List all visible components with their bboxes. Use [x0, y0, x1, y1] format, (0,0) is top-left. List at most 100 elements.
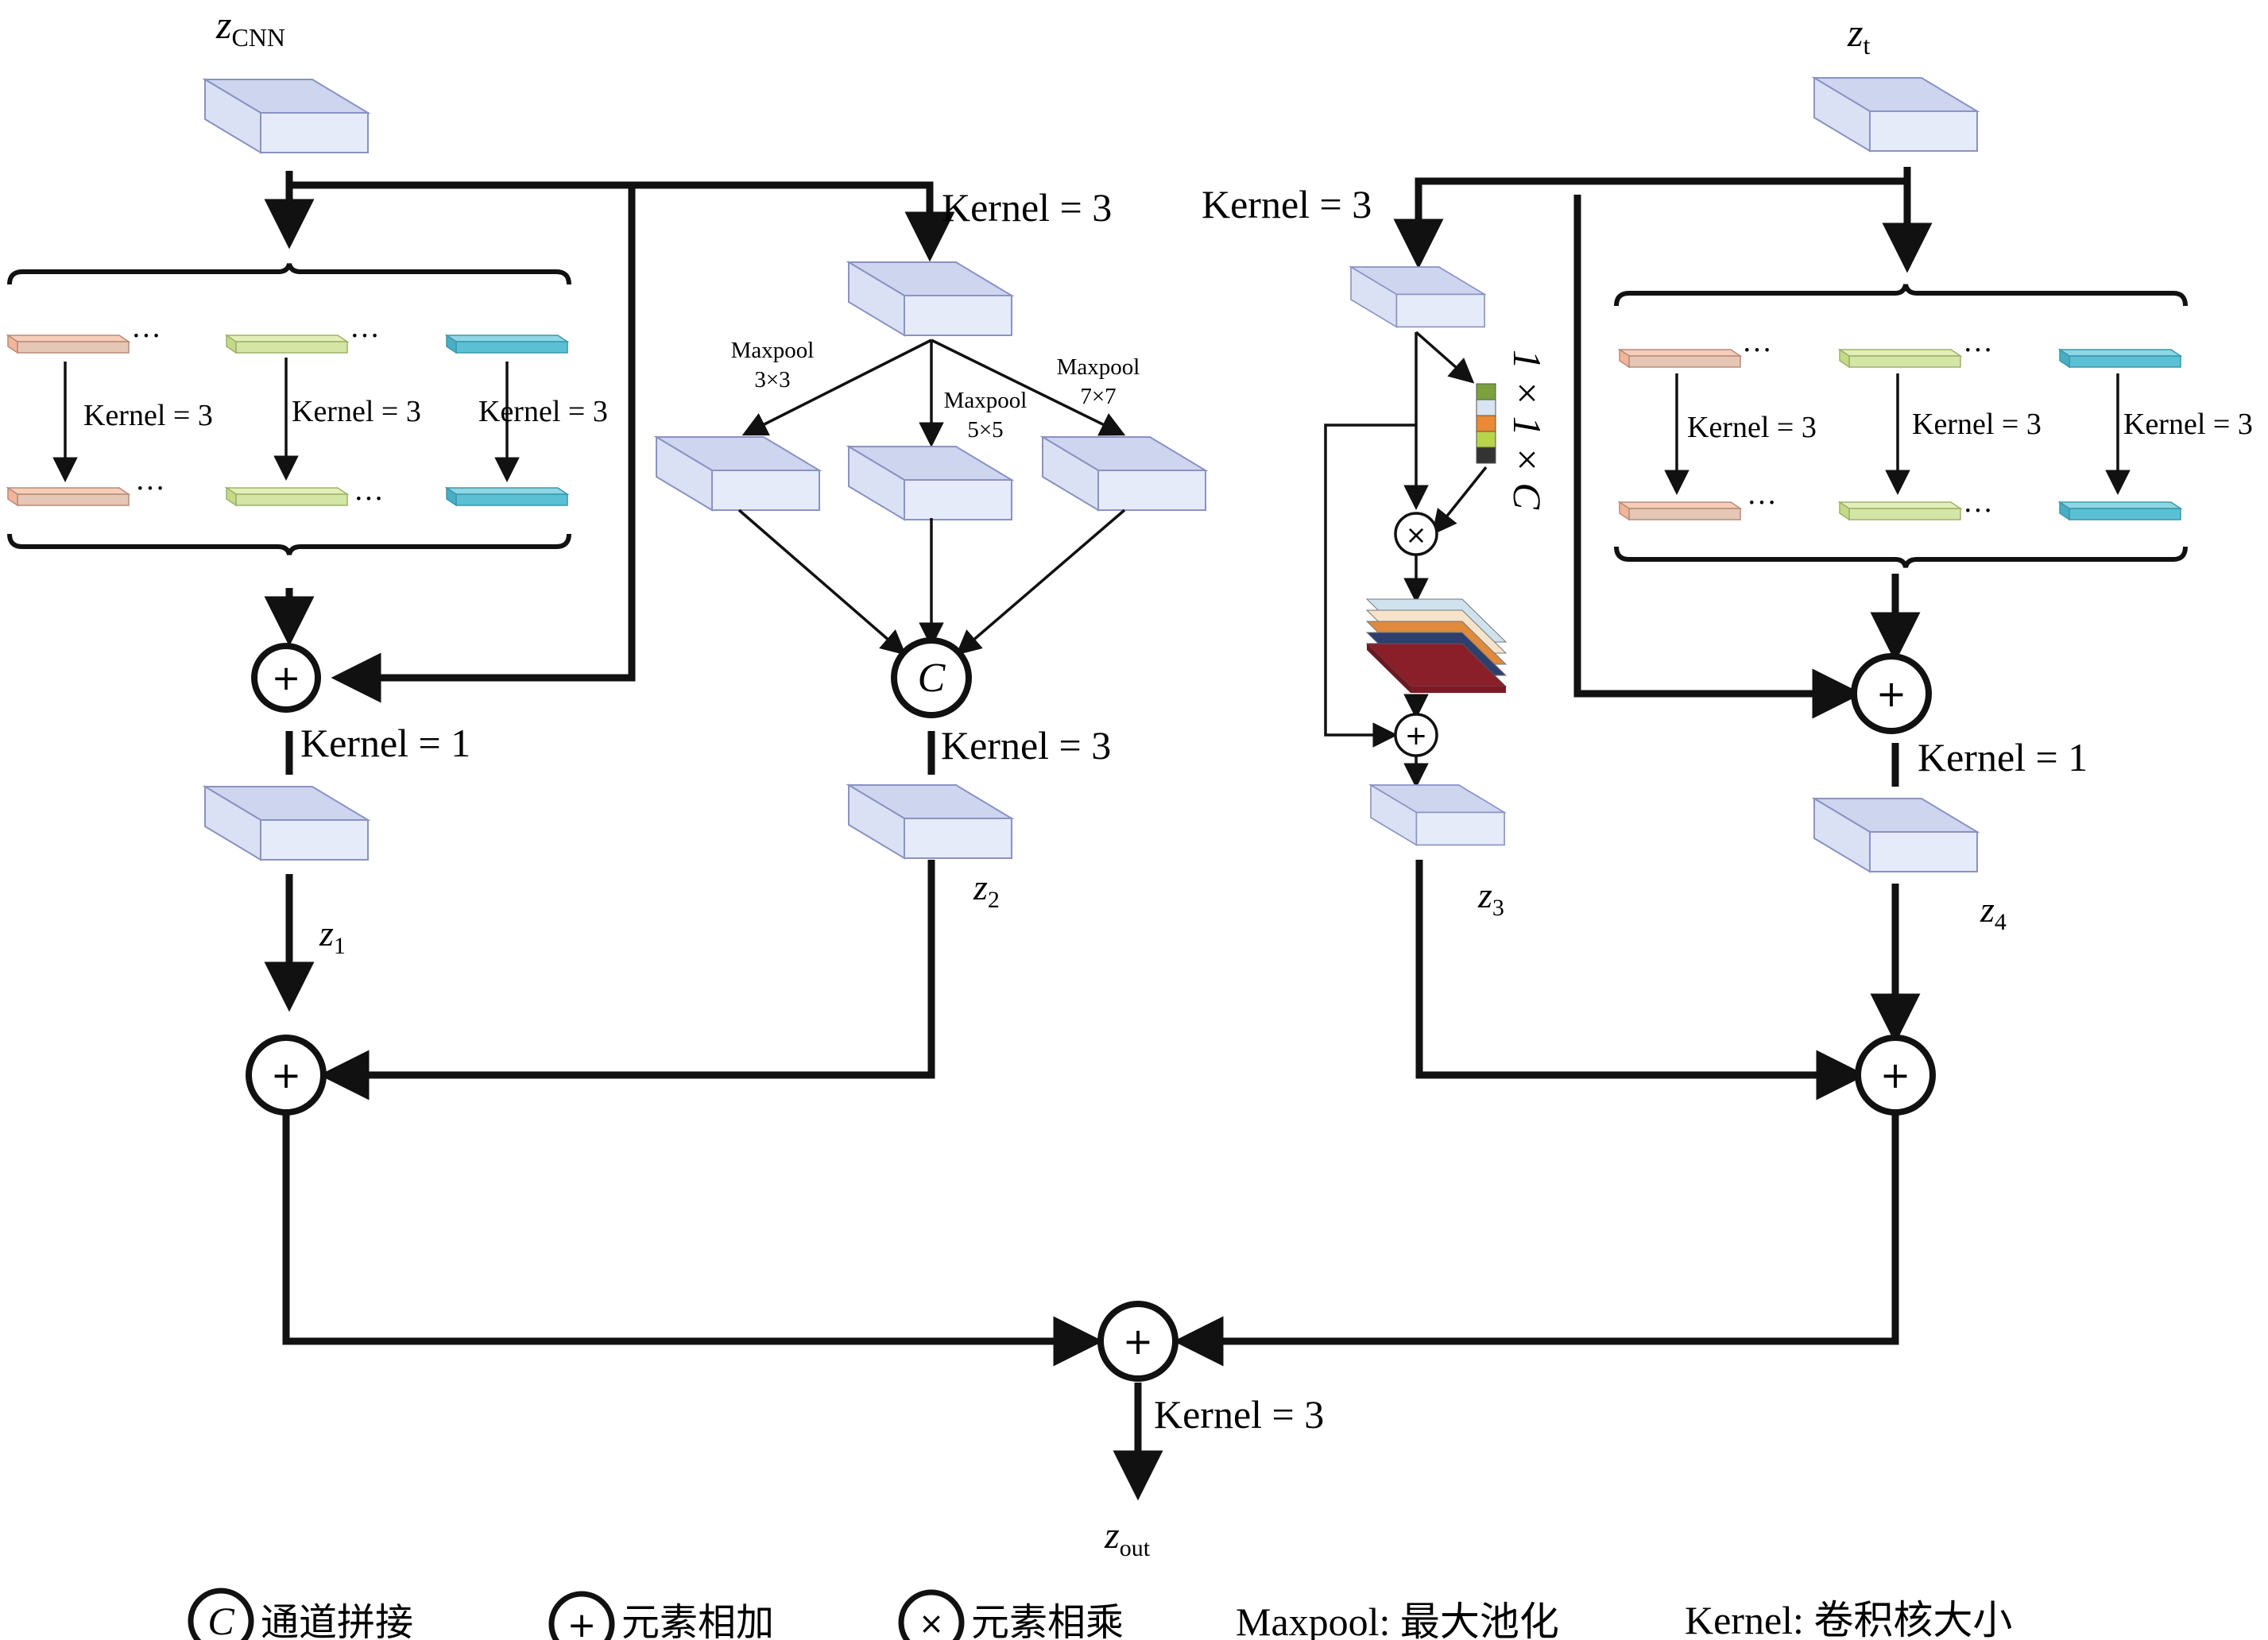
arrow-z3-to-add — [1415, 860, 1867, 1100]
legend-add-text: 元素相加 — [621, 1600, 774, 1640]
feature-block-pool-5 — [848, 446, 1012, 520]
kernel-label: Kernel = 1 — [1918, 735, 2088, 779]
arrow-to-concat — [955, 509, 1126, 656]
legend-kernel-text: Kernel: 卷积核大小 — [1685, 1598, 2012, 1640]
maxpool-size: 5×5 — [967, 417, 1003, 443]
arrow-maxpool-3 — [741, 338, 932, 436]
dots: ··· — [131, 319, 161, 353]
multiply-symbol: × — [1406, 520, 1427, 550]
add-node-1 — [251, 643, 321, 713]
dots: ··· — [350, 319, 380, 353]
feature-block-pool-7 — [1042, 436, 1206, 511]
weighted-feature-stack — [1365, 598, 1507, 693]
input-z-cnn-label: zCNN — [215, 2, 285, 52]
arrow-maxpool-7 — [931, 338, 1126, 436]
conv-strip-green — [1839, 501, 1961, 520]
dots: ··· — [1742, 334, 1772, 367]
attention-vector — [1476, 383, 1496, 464]
feature-block-z2 — [848, 784, 1012, 859]
legend-multiply-icon — [898, 1589, 965, 1640]
kernel-label: Kernel = 3 — [1154, 1392, 1324, 1437]
dots: ··· — [135, 472, 165, 505]
brace-top-left — [7, 263, 571, 285]
maxpool-label: Maxpool — [731, 338, 815, 363]
add-node-attention — [1394, 713, 1438, 757]
residual-skip-right — [1573, 195, 1863, 719]
legend-maxpool-text: Maxpool: 最大池化 — [1236, 1599, 1559, 1640]
feature-block-attention-in — [1350, 266, 1485, 328]
maxpool-size: 7×7 — [1080, 384, 1116, 409]
dots: ··· — [1747, 486, 1777, 520]
input-z-t-label: zt — [1847, 10, 1870, 60]
brace-top-right — [1614, 284, 2188, 307]
add-symbol: + — [271, 1054, 302, 1097]
dots: ··· — [1963, 494, 1993, 528]
feature-block-inception-in — [848, 261, 1012, 336]
vector-size-label: 1 × 1 × C — [1505, 350, 1550, 509]
kernel-label: Kernel = 1 — [300, 721, 470, 765]
residual-skip-left — [331, 185, 636, 703]
brace-bottom-right — [1614, 546, 2188, 568]
kernel-label: Kernel = 3 — [1912, 408, 2042, 441]
arrow-vector-to-multiply — [1431, 466, 1488, 536]
arrow-to-inception — [289, 181, 955, 262]
feature-block-z-cnn — [204, 79, 369, 153]
conv-strip-teal — [2059, 501, 2181, 520]
add-symbol: + — [1123, 1320, 1154, 1363]
kernel-label: Kernel = 3 — [1202, 182, 1372, 226]
legend-concat-text: 通道拼接 — [261, 1600, 413, 1640]
arrow-right-to-final — [1173, 1112, 1899, 1367]
legend: C 通道拼接 + 元素相加 × 元素相乘 Maxpool: 最大池化 Kerne… — [188, 1588, 2012, 1640]
feature-block-z4 — [1813, 798, 1978, 872]
legend-multiply-symbol: × — [919, 1606, 944, 1640]
add-symbol: + — [1405, 720, 1428, 752]
legend-concat-icon — [188, 1588, 254, 1640]
legend-multiply-text: 元素相乘 — [971, 1600, 1124, 1640]
kernel-label: Kernel = 3 — [292, 395, 421, 428]
conv-strip-green — [226, 487, 348, 506]
conv-strip-green — [1839, 349, 1961, 368]
add-node-final — [1097, 1301, 1179, 1382]
kernel-label: Kernel = 3 — [2123, 408, 2253, 441]
kernel-label: Kernel = 3 — [1687, 411, 1817, 444]
brace-bottom-left — [7, 533, 571, 555]
output-z4-label: z4 — [1980, 889, 2007, 935]
conv-strip-orange — [7, 335, 130, 354]
dots: ··· — [1963, 334, 1993, 367]
feature-block-z-t — [1813, 77, 1978, 152]
legend-concat-symbol: C — [207, 1599, 234, 1640]
legend-add-symbol: + — [567, 1605, 597, 1640]
feature-block-z1 — [204, 786, 369, 861]
arrow-zt-to-attention — [1393, 177, 1907, 269]
conv-strip-orange — [1619, 349, 1741, 368]
legend-add-icon — [548, 1591, 615, 1640]
feature-block-pool-3 — [656, 436, 820, 511]
add-symbol: + — [272, 658, 301, 698]
arrow-left-to-final — [282, 1112, 1104, 1367]
arrow-to-vector — [1415, 331, 1475, 384]
conv-strip-orange — [1619, 501, 1741, 520]
output-z-out-label: zout — [1104, 1514, 1151, 1561]
output-z3-label: z3 — [1477, 875, 1504, 921]
add-node-right — [1851, 653, 1932, 734]
concat-node — [891, 637, 972, 718]
residual-skip-attention — [1324, 424, 1416, 748]
dots: ··· — [354, 482, 384, 516]
feature-block-z3 — [1370, 784, 1505, 846]
kernel-label: Kernel = 3 — [478, 395, 608, 428]
concat-symbol: C — [918, 656, 946, 701]
maxpool-size: 3×3 — [754, 367, 790, 393]
conv-strip-teal — [446, 335, 568, 354]
arrow-to-concat — [737, 509, 907, 656]
maxpool-label: Maxpool — [944, 388, 1028, 413]
kernel-label: Kernel = 3 — [941, 723, 1111, 768]
kernel-label: Kernel = 3 — [942, 185, 1112, 230]
conv-strip-teal — [2059, 349, 2181, 368]
kernel-label: Kernel = 3 — [83, 399, 213, 432]
arrow-z2-to-add — [319, 860, 935, 1100]
add-symbol: + — [1876, 672, 1907, 715]
conv-strip-orange — [7, 487, 130, 506]
conv-strip-green — [226, 335, 348, 354]
output-z1-label: z1 — [319, 913, 346, 959]
